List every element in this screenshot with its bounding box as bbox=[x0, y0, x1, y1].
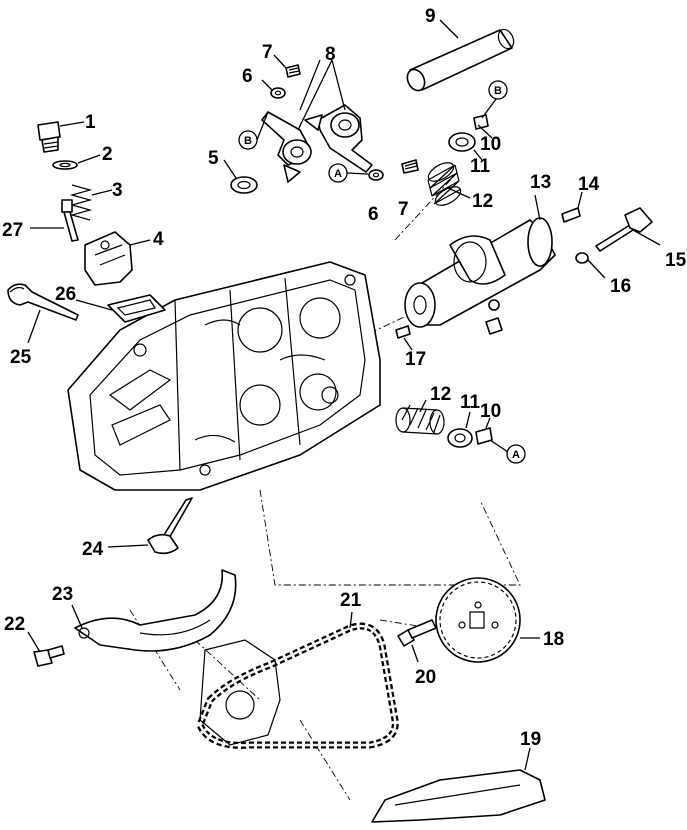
part-17-pin bbox=[395, 325, 411, 339]
callout-11: 11 bbox=[470, 156, 491, 177]
ref-marker-b-right: B bbox=[481, 80, 508, 119]
part-22-bolt bbox=[33, 645, 65, 667]
callout-13: 13 bbox=[530, 172, 551, 193]
ref-label-b-right: B bbox=[494, 85, 502, 97]
part-25-valve bbox=[7, 283, 79, 321]
callout-14: 14 bbox=[578, 174, 600, 195]
part-8-rocker-arms bbox=[261, 104, 373, 183]
callout-25: 25 bbox=[10, 347, 32, 368]
callout-24: 24 bbox=[82, 539, 104, 560]
callout-10-repeat: 10 bbox=[480, 401, 501, 422]
part-12-spring-upper bbox=[427, 162, 462, 206]
part-21-timing-chain bbox=[196, 622, 399, 749]
part-23-chain-guide bbox=[74, 569, 237, 652]
part-11-retainer-lower bbox=[447, 428, 473, 448]
callout-12-repeat: 12 bbox=[430, 384, 451, 405]
part-13-camshaft bbox=[404, 217, 556, 335]
callout-16: 16 bbox=[610, 276, 631, 297]
callout-12: 12 bbox=[472, 191, 493, 212]
part-26-gasket bbox=[107, 294, 166, 323]
part-6-nut-upper bbox=[270, 87, 286, 99]
callout-26: 26 bbox=[55, 284, 76, 305]
part-7-screw-lower bbox=[401, 159, 419, 174]
callout-2: 2 bbox=[102, 144, 113, 165]
part-19-chain-guide bbox=[371, 769, 546, 823]
ref-marker-a-lower: A bbox=[489, 439, 526, 464]
callout-22: 22 bbox=[4, 614, 25, 635]
part-12-spring-lower bbox=[395, 404, 445, 435]
part-16-nut bbox=[575, 252, 589, 264]
callout-5: 5 bbox=[208, 148, 219, 169]
part-4-tensioner bbox=[84, 231, 133, 286]
callout-4: 4 bbox=[153, 229, 164, 250]
callout-7: 7 bbox=[262, 42, 273, 63]
callout-7-repeat: 7 bbox=[398, 199, 409, 220]
callout-11-repeat: 11 bbox=[460, 392, 481, 413]
ref-label-a-middle: A bbox=[334, 168, 342, 180]
callout-3: 3 bbox=[112, 180, 123, 201]
part-14-pin bbox=[561, 207, 581, 223]
ref-marker-a-middle: A bbox=[328, 163, 369, 183]
ref-label-b-left: B bbox=[244, 135, 252, 147]
callout-18: 18 bbox=[543, 629, 564, 650]
callout-10: 10 bbox=[480, 134, 501, 155]
ref-marker-b-left: B bbox=[238, 111, 269, 150]
part-10-keeper-upper bbox=[473, 114, 489, 130]
part-5-washer bbox=[230, 176, 258, 194]
part-15-decomp-shaft bbox=[595, 207, 653, 252]
part-2-washer bbox=[52, 160, 78, 170]
part-11-retainer-upper bbox=[448, 132, 476, 152]
part-7-screw-upper bbox=[285, 64, 301, 78]
cylinder-head bbox=[67, 261, 381, 491]
callout-1: 1 bbox=[85, 112, 96, 133]
callout-15: 15 bbox=[665, 250, 687, 271]
callout-9: 9 bbox=[425, 6, 436, 27]
callout-27: 27 bbox=[2, 220, 23, 241]
callout-21: 21 bbox=[340, 590, 362, 611]
callout-numbers: 1 2 3 4 5 6 7 8 9 10 11 12 13 14 15 16 1… bbox=[2, 6, 687, 750]
ref-label-a-lower: A bbox=[512, 449, 520, 461]
part-18-cam-sprocket bbox=[435, 577, 521, 663]
leader-lines bbox=[27, 19, 661, 771]
crank-sprocket-housing bbox=[199, 639, 281, 746]
callout-6: 6 bbox=[242, 66, 253, 87]
part-9-shaft bbox=[406, 28, 515, 92]
callout-23: 23 bbox=[52, 584, 73, 605]
callout-19: 19 bbox=[520, 729, 541, 750]
part-6-nut-lower bbox=[368, 169, 384, 181]
callout-6-repeat: 6 bbox=[368, 204, 379, 225]
part-3-spring bbox=[69, 184, 93, 221]
callout-17: 17 bbox=[405, 349, 426, 370]
callout-8: 8 bbox=[325, 44, 336, 65]
callout-20: 20 bbox=[415, 667, 436, 688]
part-1-bolt bbox=[37, 121, 61, 153]
part-10-keeper-lower bbox=[475, 427, 493, 445]
part-20-bolt bbox=[397, 619, 437, 647]
part-24-valve bbox=[147, 497, 193, 555]
part-27-bolt bbox=[61, 199, 79, 242]
